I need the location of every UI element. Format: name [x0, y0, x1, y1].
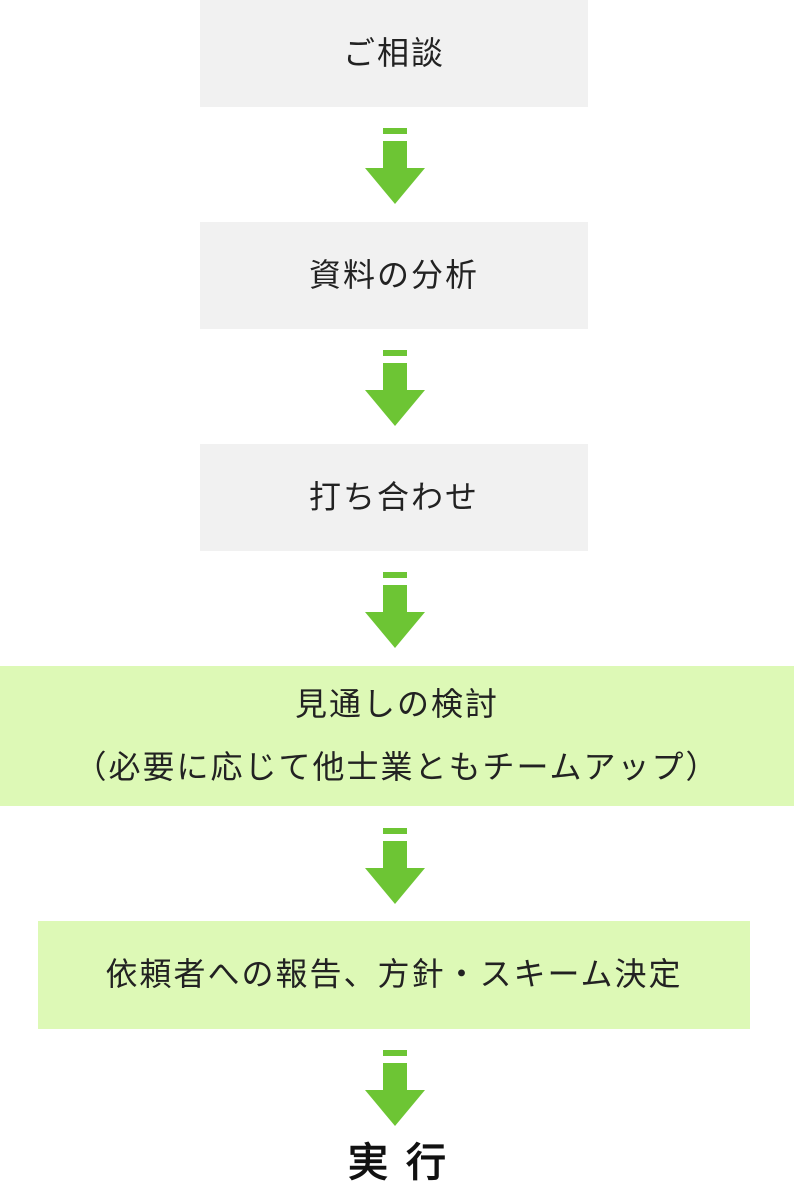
flow-step-label: 見通しの検討 [294, 684, 499, 723]
flow-step-meeting: 打ち合わせ [200, 444, 588, 551]
down-arrow-icon [365, 828, 425, 904]
flow-step-label: ご相談 [342, 33, 445, 72]
flow-step-report: 依頼者への報告、方針・スキーム決定 [38, 921, 750, 1029]
down-arrow-icon [365, 572, 425, 648]
flow-step-sublabel: （必要に応じて他士業ともチームアップ） [74, 748, 720, 786]
flow-step-review: 見通しの検討 （必要に応じて他士業ともチームアップ） [0, 666, 794, 806]
flow-step-label: 資料の分析 [308, 255, 479, 294]
flow-step-analysis: 資料の分析 [200, 222, 588, 329]
flow-step-consultation: ご相談 [200, 0, 588, 107]
down-arrow-icon [365, 350, 425, 426]
flow-final-step: 実行 [348, 1140, 464, 1186]
down-arrow-icon [365, 1050, 425, 1126]
flow-step-label: 打ち合わせ [308, 477, 479, 516]
down-arrow-icon [365, 128, 425, 204]
flow-step-label: 依頼者への報告、方針・スキーム決定 [105, 955, 683, 994]
